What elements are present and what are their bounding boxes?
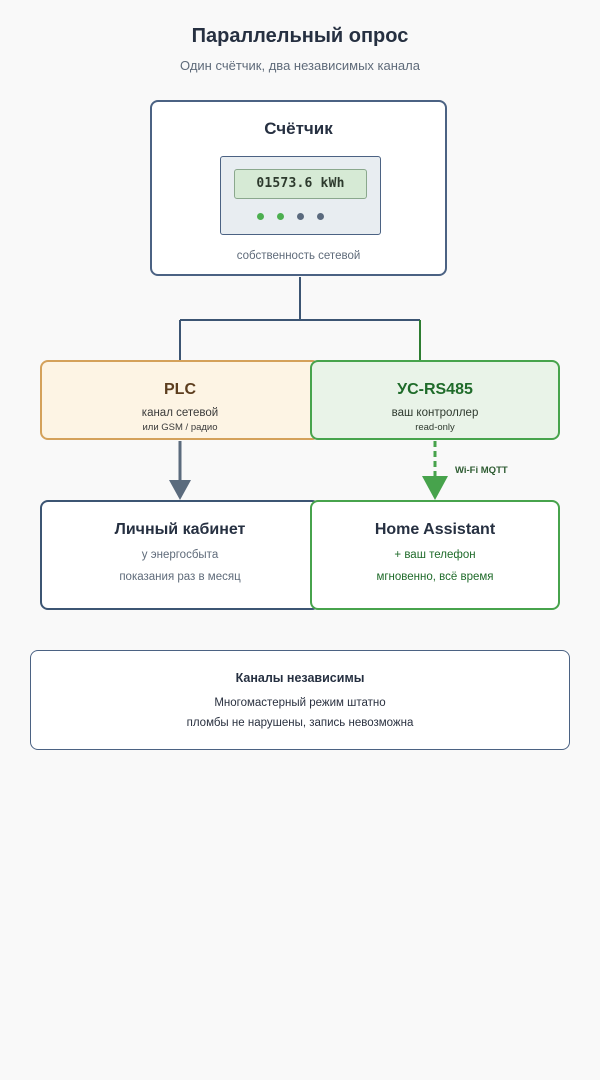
ha-title: Home Assistant (374, 521, 496, 538)
note-line-2: пломбы не нарушены, запись невозможна (186, 717, 414, 729)
page-subtitle: Один счётчик, два независимых канала (180, 58, 420, 73)
meter-title: Счётчик (264, 119, 333, 138)
meter-box: Счётчик 01573.6 kWh собственность сетево… (150, 100, 447, 276)
meter-display: 01573.6 kWh (234, 169, 367, 199)
cabinet-title: Личный кабинет (114, 521, 246, 538)
cabinet-line-2: показания раз в месяц (119, 571, 241, 583)
note-title: Каналы независимы (235, 671, 365, 685)
cabinet-line-1: у энергосбыта (141, 549, 219, 561)
led-indicator (317, 213, 324, 220)
plc-to-cabinet-arrowhead (169, 480, 191, 500)
plc-title: PLC (164, 381, 196, 398)
rs485-line-1: ваш контроллер (391, 407, 479, 419)
ha-line-2: мгновенно, всё время (376, 571, 494, 583)
plc-card: PLC канал сетевой или GSM / радио (40, 360, 320, 440)
plc-line-1: канал сетевой (141, 407, 219, 419)
rs485-title: УС-RS485 (397, 381, 473, 398)
led-indicator (257, 213, 264, 220)
plc-line-2: или GSM / радио (142, 422, 218, 433)
home-assistant-card: Home Assistant + ваш телефон мгновенно, … (310, 500, 560, 610)
note-line-1: Многомастерный режим штатно (214, 697, 386, 709)
led-indicator (277, 213, 284, 220)
led-indicator (297, 213, 304, 220)
ha-line-1: + ваш телефон (394, 549, 476, 561)
page-title: Параллельный опрос (191, 25, 409, 47)
rs485-card: УС-RS485 ваш контроллер read-only (310, 360, 560, 440)
meter-owner-label: собственность сетевой (236, 250, 361, 262)
rs485-to-ha-arrowhead (422, 476, 448, 500)
meter-device-icon: 01573.6 kWh (220, 156, 381, 235)
wifi-mqtt-label: Wi-Fi MQTT (455, 465, 508, 476)
independence-note-box: Каналы независимы Многомастерный режим ш… (30, 650, 570, 750)
personal-cabinet-card: Личный кабинет у энергосбыта показания р… (40, 500, 320, 610)
rs485-line-2: read-only (415, 422, 455, 433)
